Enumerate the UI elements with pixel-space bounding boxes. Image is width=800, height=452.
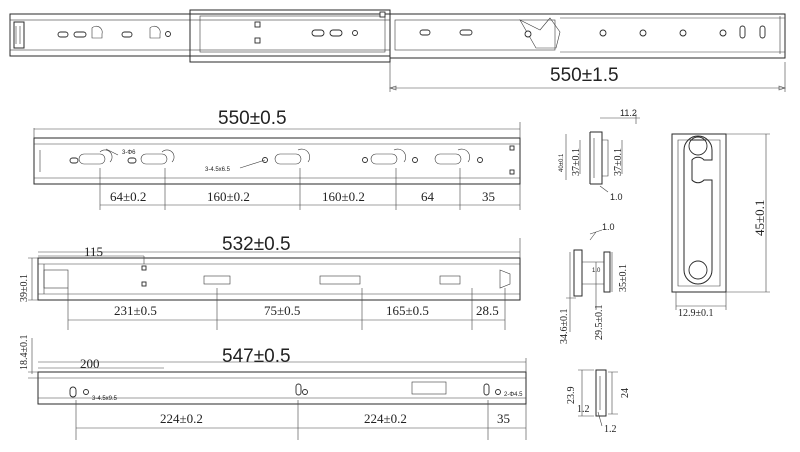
inner-rail-spacing-1: 224±0.2 [160, 411, 203, 426]
middle-rail-spacing-1: 231±0.5 [114, 303, 157, 318]
outer-rail-section [565, 114, 640, 193]
inner-rail-hole-note-a: 3-4.5x9.5 [92, 396, 118, 402]
outer-rail-hole-note-a: 3-Φ6 [122, 150, 136, 156]
outer-rail-spacing-1: 64±0.2 [110, 189, 146, 204]
section-middle-top: 1.0 [602, 222, 615, 232]
middle-rail-height: 39±0.1 [19, 274, 30, 302]
section-middle-h-outer: 34.6±0.1 [559, 309, 570, 345]
overall-length-label: 550±1.5 [550, 65, 619, 86]
section-inner-t-b: 1.2 [604, 424, 617, 435]
outer-rail-view [33, 122, 521, 210]
middle-rail-spacing-3: 165±0.5 [386, 303, 429, 318]
section-middle-inner-w: 1.0 [592, 268, 601, 274]
inner-rail-section [578, 369, 618, 427]
middle-rail-offset: 115 [84, 244, 103, 259]
inner-rail-offset: 200 [80, 356, 100, 371]
section-outer-h-small: 40±0.1 [559, 153, 565, 172]
inner-rail-view [28, 338, 527, 440]
outer-rail-spacing-2: 160±0.2 [207, 189, 250, 204]
section-outer-thickness: 1.0 [610, 192, 623, 202]
inner-rail-length: 547±0.5 [222, 346, 291, 367]
outer-rail-hole-note-b: 3-4.5x6.5 [205, 167, 231, 173]
section-inner-t-a: 1.2 [577, 404, 590, 415]
inner-rail-height: 18.4±0.1 [19, 335, 30, 371]
middle-rail-spacing-4: 28.5 [476, 303, 499, 318]
middle-rail-spacing-2: 75±0.5 [264, 303, 300, 318]
end-view-width: 12.9±0.1 [678, 308, 714, 319]
section-outer-h2: 37±0.1 [613, 148, 624, 176]
outer-rail-length: 550±0.5 [218, 108, 287, 129]
end-view [671, 133, 770, 310]
inner-rail-spacing-3: 35 [497, 411, 510, 426]
section-inner-h-inner: 24 [620, 388, 631, 398]
section-inner-h-outer: 23.9 [566, 387, 577, 405]
section-outer-h1: 37±0.1 [571, 148, 582, 176]
middle-rail-section [566, 229, 613, 332]
section-middle-h-mid: 29.5±0.1 [594, 305, 605, 341]
assembled-slide-view [9, 9, 786, 92]
inner-rail-hole-note-b: 2-Φ4.5 [504, 392, 523, 398]
end-view-height: 45±0.1 [752, 200, 767, 236]
section-outer-width: 11.2 [620, 108, 637, 118]
section-middle-h-inner: 35±0.1 [618, 264, 629, 292]
middle-rail-length: 532±0.5 [222, 234, 291, 255]
inner-rail-spacing-2: 224±0.2 [364, 411, 407, 426]
outer-rail-spacing-5: 35 [482, 189, 495, 204]
outer-rail-spacing-4: 64 [421, 189, 435, 204]
outer-rail-spacing-3: 160±0.2 [322, 189, 365, 204]
middle-rail-view [28, 238, 521, 330]
